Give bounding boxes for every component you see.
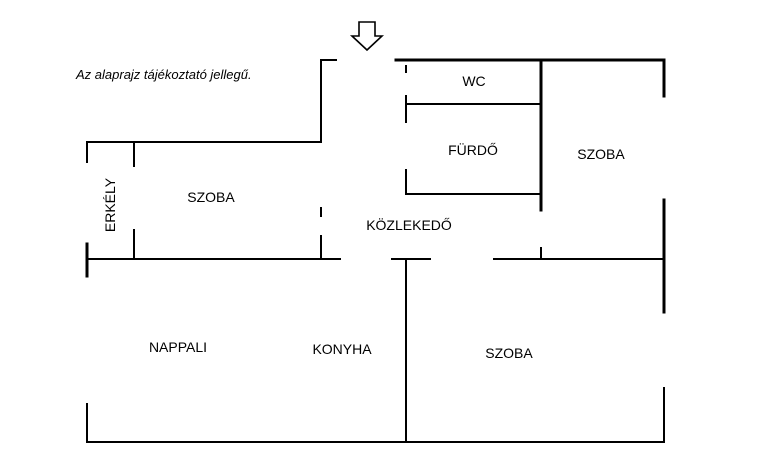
room-label-furdo: FÜRDŐ	[448, 141, 498, 158]
walls	[85, 58, 666, 443]
room-label-szoba-right: SZOBA	[577, 146, 625, 162]
room-label-kozlekedo: KÖZLEKEDŐ	[366, 216, 452, 233]
room-label-nappali: NAPPALI	[149, 339, 207, 355]
entrance-arrow-icon	[349, 21, 385, 52]
room-label-szoba-left: SZOBA	[187, 189, 235, 205]
room-label-wc: WC	[462, 73, 485, 89]
disclaimer-note: Az alaprajz tájékoztató jellegű.	[75, 67, 252, 82]
room-label-konyha: KONYHA	[312, 341, 372, 357]
room-label-erkely: ERKÉLY	[102, 177, 118, 232]
room-label-szoba-bottom: SZOBA	[485, 345, 533, 361]
